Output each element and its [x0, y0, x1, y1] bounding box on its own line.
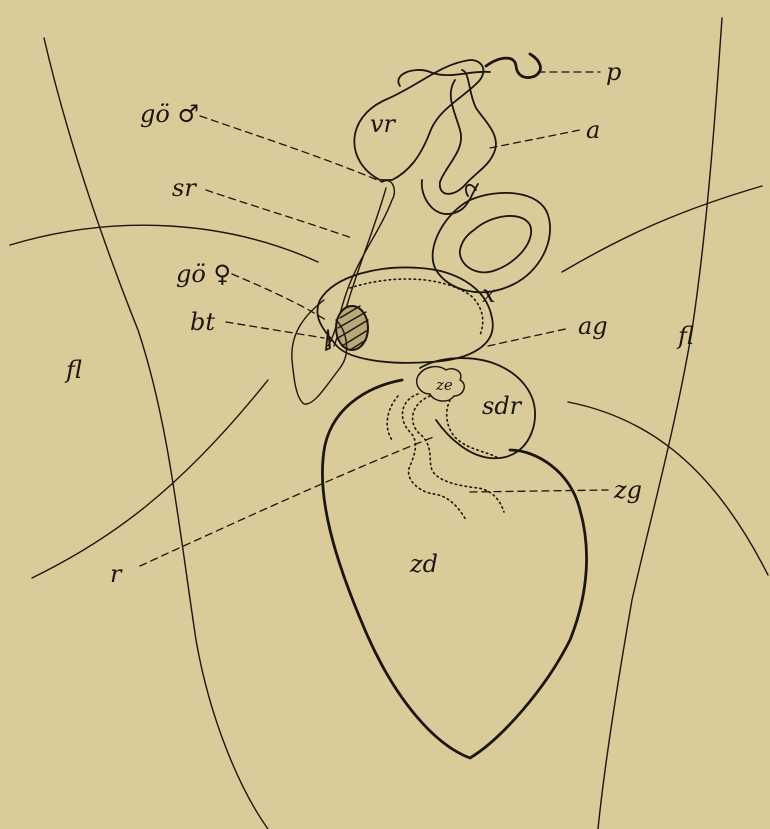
label-zd: zd — [409, 550, 438, 578]
label-a: a — [586, 116, 600, 144]
label-zg: zg — [613, 476, 642, 504]
label-go-female: gö ♀ — [176, 260, 231, 288]
label-x: x — [482, 280, 496, 308]
label-go-male: gö ♂ — [140, 100, 199, 128]
label-bt: bt — [190, 308, 215, 336]
label-r: r — [110, 560, 123, 588]
label-fl-left: fl — [64, 356, 82, 384]
label-sr: sr — [172, 174, 197, 202]
label-p: p — [606, 58, 621, 86]
label-fl-right: fl — [676, 322, 694, 350]
hatched-disc — [336, 306, 368, 350]
label-sdr: sdr — [482, 392, 523, 420]
label-ag: ag — [578, 312, 608, 340]
label-ze: ze — [435, 376, 453, 394]
label-vr: vr — [370, 110, 397, 138]
